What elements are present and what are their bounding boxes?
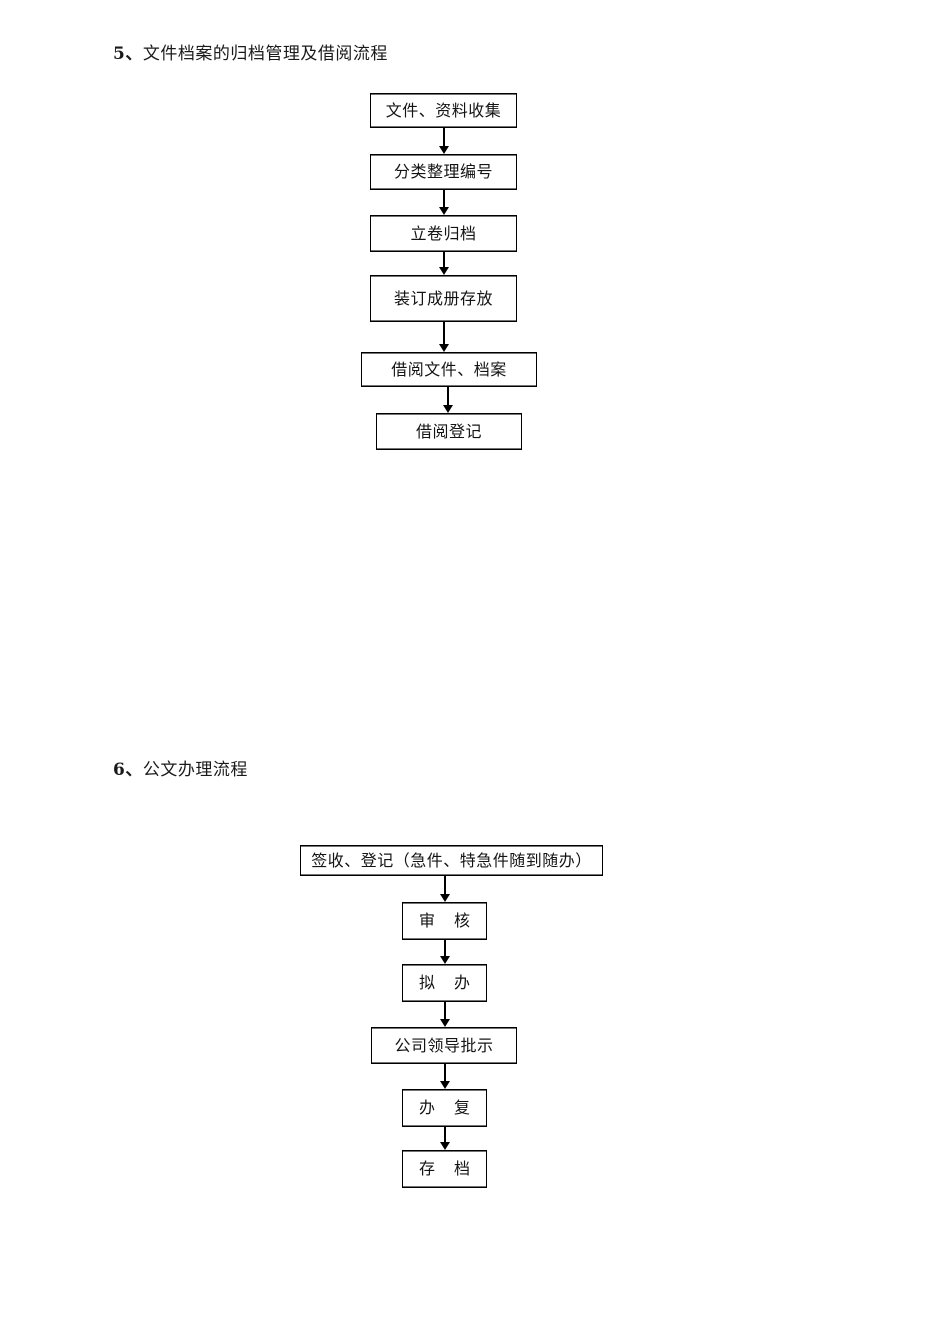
section-heading-6: 6、公文办理流程 <box>113 759 248 781</box>
flow-node-label: 审 核 <box>418 911 478 930</box>
flow-node-label: 立卷归档 <box>410 223 477 243</box>
flow-node-label: 装订成册存放 <box>393 288 493 308</box>
flow-node-label: 签收、登记（急件、特急件随到随办） <box>311 850 592 870</box>
flow-node-label: 借阅登记 <box>415 421 482 441</box>
flow-node-classify-number[interactable]: 分类整理编号 <box>370 154 517 190</box>
flow-node-file-archiving[interactable]: 立卷归档 <box>370 215 517 252</box>
flow-node-receipt-registration[interactable]: 签收、登记（急件、特急件随到随办） <box>300 845 603 876</box>
flow-node-file-collection[interactable]: 文件、资料收集 <box>370 93 517 128</box>
flow-node-label: 文件、资料收集 <box>385 100 502 120</box>
section-title-6: 公文办理流程 <box>142 760 248 780</box>
flow-node-label: 存 档 <box>418 1159 478 1178</box>
flow-node-label: 公司领导批示 <box>394 1035 494 1055</box>
flow-node-review[interactable]: 审 核 <box>402 902 487 940</box>
flow-node-label: 办 复 <box>418 1098 478 1117</box>
flow-node-label: 拟 办 <box>418 973 478 992</box>
flow-node-draft-handling[interactable]: 拟 办 <box>402 964 487 1002</box>
section-number-5: 5、 <box>113 44 143 64</box>
flow-node-borrow-files[interactable]: 借阅文件、档案 <box>361 352 537 387</box>
section-title-5: 文件档案的归档管理及借阅流程 <box>142 44 388 64</box>
flow-node-leadership-instruction[interactable]: 公司领导批示 <box>371 1027 517 1064</box>
section-number-6: 6、 <box>113 760 143 780</box>
flow-node-binding-storage[interactable]: 装订成册存放 <box>370 275 517 322</box>
flow-node-label: 分类整理编号 <box>393 162 493 181</box>
flow-node-handle-reply[interactable]: 办 复 <box>402 1089 487 1127</box>
flow-node-filing[interactable]: 存 档 <box>402 1150 487 1188</box>
flow-node-borrow-registration[interactable]: 借阅登记 <box>376 413 522 450</box>
section-heading-5: 5、文件档案的归档管理及借阅流程 <box>113 43 388 65</box>
flow-node-label: 借阅文件、档案 <box>391 359 507 379</box>
